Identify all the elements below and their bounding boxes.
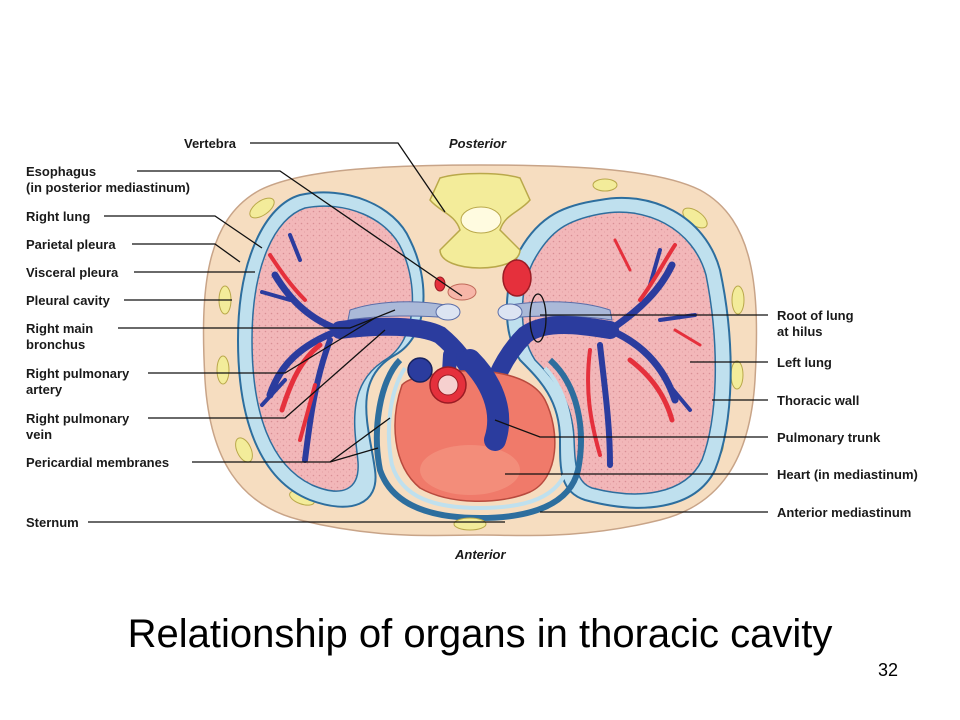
label-right-main-bronchus: Right main xyxy=(26,321,93,336)
label-thoracic-wall: Thoracic wall xyxy=(777,393,859,408)
esophagus xyxy=(447,283,477,301)
label-left-lung: Left lung xyxy=(777,355,832,370)
page-number: 32 xyxy=(877,660,898,680)
sternum xyxy=(453,517,487,531)
label-right-lung: Right lung xyxy=(26,209,90,224)
vertebra xyxy=(429,172,531,269)
label-root-of-lung: Root of lung xyxy=(777,308,854,323)
label-vertebra: Vertebra xyxy=(184,136,237,151)
label-pleural-cavity: Pleural cavity xyxy=(26,293,111,308)
label-right-pulmonary-vein-2: vein xyxy=(26,427,52,442)
slide-title: Relationship of organs in thoracic cavit… xyxy=(127,612,833,656)
posterior-label: Posterior xyxy=(449,136,507,151)
pericardium-inner xyxy=(386,366,573,511)
bronchi xyxy=(347,301,613,321)
anterior-label: Anterior xyxy=(454,547,507,562)
label-pericardial-membranes: Pericardial membranes xyxy=(26,455,169,470)
leader-lines xyxy=(88,142,768,523)
label-right-pulmonary-artery-2: artery xyxy=(26,382,63,397)
label-right-pulmonary-artery: Right pulmonary xyxy=(26,366,130,381)
label-anterior-mediastinum: Anterior mediastinum xyxy=(777,505,911,520)
hilus-ring xyxy=(529,293,547,343)
label-parietal-pleura: Parietal pleura xyxy=(26,237,116,252)
descending-aorta xyxy=(502,259,532,297)
label-heart: Heart (in mediastinum) xyxy=(777,467,918,482)
great-vessels xyxy=(407,349,510,451)
label-root-of-lung-2: at hilus xyxy=(777,324,823,339)
pericardial-membranes xyxy=(373,357,584,522)
label-pulmonary-trunk: Pulmonary trunk xyxy=(777,430,881,445)
pulmonary-arteries-red xyxy=(268,238,702,457)
label-right-main-bronchus-2: bronchus xyxy=(26,337,85,352)
right-lung xyxy=(251,205,414,492)
label-sternum: Sternum xyxy=(26,515,79,530)
label-esophagus-note: (in posterior mediastinum) xyxy=(26,180,190,195)
label-esophagus: Esophagus xyxy=(26,164,96,179)
label-visceral-pleura: Visceral pleura xyxy=(26,265,119,280)
label-right-pulmonary-vein: Right pulmonary xyxy=(26,411,130,426)
